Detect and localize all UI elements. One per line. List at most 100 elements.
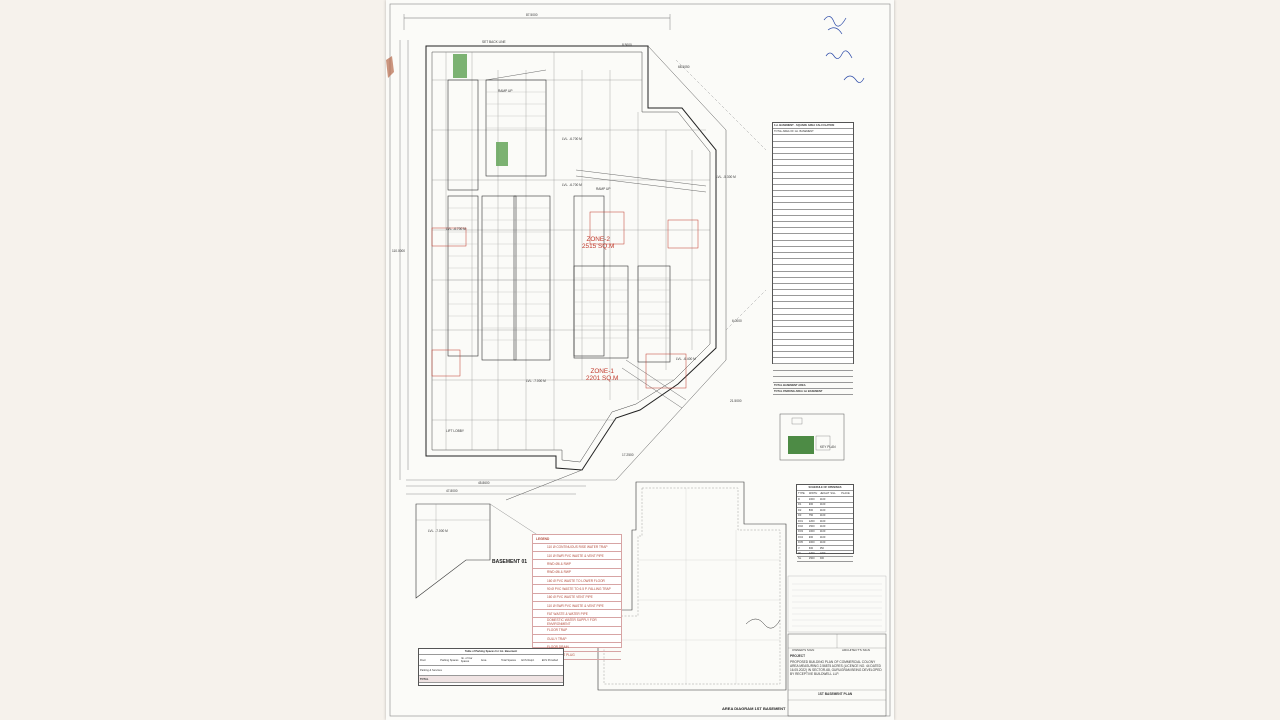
schedule-cell: 2100 — [819, 514, 826, 518]
area-calc-row — [773, 135, 853, 142]
area-calc-row — [773, 253, 853, 260]
legend-item: 90 Ø PVC WASTE TO 6.5 P. FALLING TRAP — [533, 585, 621, 594]
schedule-cell: SL — [798, 557, 802, 561]
zone-2-label: ZONE-2 2515 SQ.M — [582, 236, 615, 251]
schedule-cell: 2100 — [819, 503, 826, 507]
area-calc-row — [773, 284, 853, 291]
schedule-header-cell: WIDTH — [808, 492, 818, 496]
schedule-cell: FD4 — [798, 535, 803, 539]
legend-item-label: FAT WASTE & WATER PIPE — [547, 611, 588, 616]
legend-item: FLOOR TRAP — [533, 627, 621, 636]
area-calc-row — [773, 272, 853, 278]
schedule-cell: 900 — [808, 503, 814, 507]
schedule-header-cell: TYPE — [798, 492, 805, 496]
area-calc-rows — [773, 135, 853, 383]
legend-item: 110 Ø SWR PVC WASTE & VENT PIPE — [533, 552, 621, 561]
schedule-row: FD4 900 2100 — [797, 535, 853, 541]
schedule-cell: 2100 — [819, 535, 826, 539]
area-calc-row — [773, 160, 853, 167]
level-label: LVL. -7.000 M — [526, 379, 546, 383]
architect-sign-label: ARCHITECT'S SIGN — [842, 648, 870, 652]
schedule-cell: 2100 — [819, 508, 826, 512]
parking-header-cell: Total Spaces — [501, 658, 516, 662]
dimension-label: 6.0000 — [732, 319, 742, 323]
area-calc-row — [773, 290, 853, 297]
schedule-cell: V — [798, 546, 800, 550]
dimension-label: 17.2500 — [622, 453, 634, 457]
parking-header-cell: No. of Car Spaces — [460, 657, 473, 664]
area-calc-row — [773, 142, 853, 148]
parking-header-cell: Area — [480, 658, 487, 662]
schedule-cell: D2 — [798, 508, 802, 512]
area-calc-row — [773, 228, 853, 235]
basement-01-caption: BASEMENT 01 — [492, 559, 528, 565]
legend-item-label: 160 Ø PVC WASTE VENT PIPE — [547, 595, 593, 600]
level-label: LVL. -6.700 M — [446, 227, 466, 231]
schedule-cell: 2100 — [819, 530, 826, 534]
area-calc-row — [773, 179, 853, 185]
parking-header-cell: Parking Spaces — [440, 658, 459, 662]
legend-item-label: 110 Ø SWR PVC WASTE & VENT PIPE — [547, 553, 604, 558]
project-label: PROJECT — [790, 654, 806, 658]
area-calc-row — [773, 222, 853, 229]
area-calc-row — [773, 154, 853, 161]
parking-table-row: Parking & Services — [419, 666, 563, 677]
setback-label: SET BACK LINE — [482, 40, 506, 44]
schedule-cell: D1 — [798, 503, 802, 507]
legend-item-label: FLOOR DRAIN — [547, 645, 569, 649]
legend-item: DOMESTIC WATER SUPPLY FOR ENVIRONMENT — [533, 618, 621, 627]
area-calc-row — [773, 340, 853, 346]
schedule-row: D1 900 2100 — [797, 503, 853, 509]
legend-item: RWD Ø6 & RWP — [533, 569, 621, 577]
dimension-label: 45.8600 — [478, 481, 490, 485]
area-calc-row — [773, 309, 853, 315]
schedule-cell: 900 — [808, 535, 814, 539]
area-calc-total: TOTAL BASEMENT AREA — [773, 383, 853, 390]
dimension-label: 8.5000 — [622, 43, 632, 47]
dimension-label: 68.5050 — [678, 65, 690, 69]
schedule-cell: FD2 — [798, 525, 803, 529]
area-calc-row — [773, 352, 853, 359]
legend-item-label: 90 Ø PVC WASTE TO 6.5 P. FALLING TRAP — [547, 586, 611, 591]
legend-item: 110 Ø SWR PVC WASTE & VENT PIPE — [533, 602, 621, 611]
schedule-cell: D3 — [798, 514, 802, 518]
level-label: LVL. -7.000 M — [428, 529, 448, 533]
legend-item: FAT WASTE & WATER PIPE — [533, 610, 621, 619]
legend-item-label: 110 Ø SWR PVC WASTE & VENT PIPE — [547, 603, 604, 608]
parking-spaces-table: Table of Parking Spaces for 1st. Basemen… — [418, 648, 564, 686]
legend-item-label: 110 Ø CONTINUOUS RISE WATER TRAP — [547, 545, 608, 550]
architectural-plan-drawing — [386, 3, 891, 717]
legend-item-label: GULLY TRAP — [547, 636, 567, 641]
legend-item-label: FLOOR TRAP — [547, 628, 568, 633]
area-calc-row — [773, 197, 853, 204]
dimension-label: 47.8000 — [446, 489, 458, 493]
schedule-cell: D — [798, 498, 800, 502]
schedule-cell: 1000 — [808, 498, 815, 502]
schedule-cell: 1000 — [808, 530, 815, 534]
ramp-label: RAMP UP — [498, 89, 513, 93]
legend-item-label: RWD Ø6 & RWP — [547, 562, 571, 567]
legend-rows: 110 Ø CONTINUOUS RISE WATER TRAP 110 Ø SW… — [533, 544, 621, 660]
lift-lobby-label: LIFT LOBBY — [446, 429, 465, 433]
schedule-cell: FD5 — [798, 541, 803, 545]
schedule-cell: 2100 — [819, 498, 826, 502]
schedule-header-cell: HEIGHT — [819, 492, 830, 496]
area-calc-row — [773, 377, 853, 383]
area-calc-title: 1st. BASEMENT - SQUARE AREA CALCULATION — [773, 123, 853, 130]
owner-sign-label: OWNER'S SIGN — [792, 648, 815, 652]
legend-item: 160 Ø PVC WASTE TO LOWER FLOOR — [533, 577, 621, 586]
legend-item: 160 Ø PVC WASTE VENT PIPE — [533, 594, 621, 602]
area-calc-parking: TOTAL PARKING AREA 1st BASEMENT — [773, 389, 853, 396]
area-calc-row — [773, 321, 853, 328]
key-plan-label: KEY PLAN — [820, 445, 836, 449]
area-calc-row — [773, 210, 853, 216]
schedule-cell: 2100 — [819, 525, 826, 529]
area-calc-row — [773, 278, 853, 284]
dimension-label: 110.0000 — [392, 249, 406, 253]
